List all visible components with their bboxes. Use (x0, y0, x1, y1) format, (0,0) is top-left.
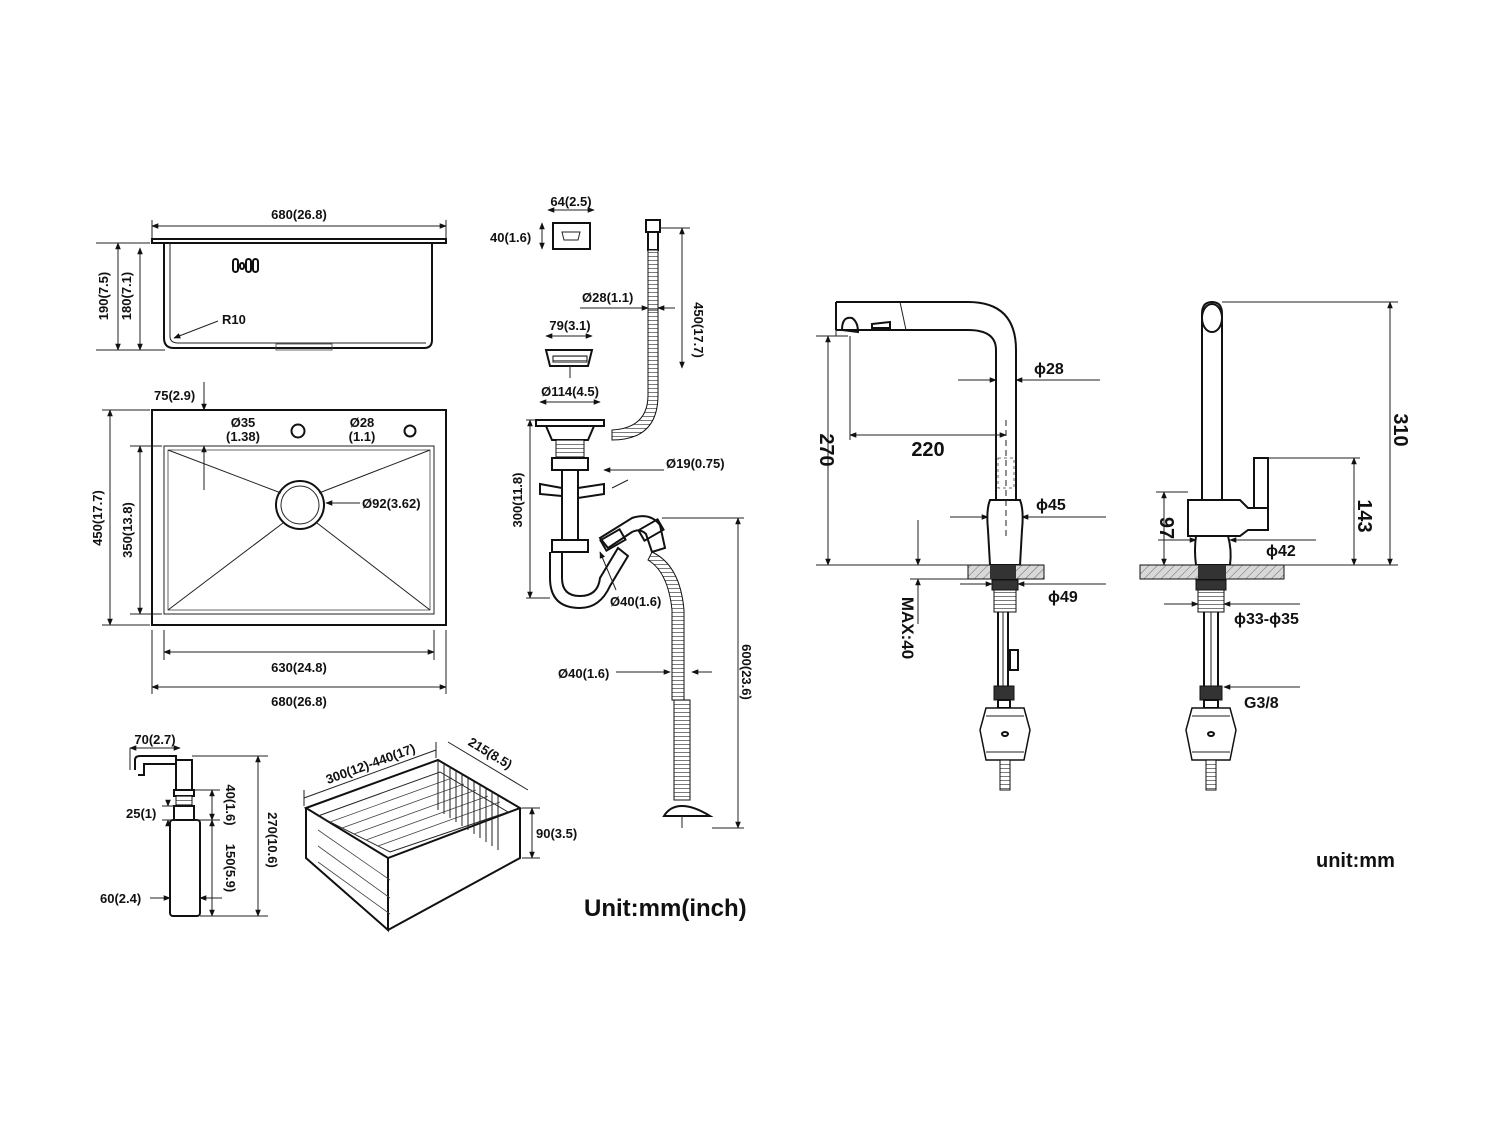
basket-length-label: 300(12)-440(17) (324, 741, 417, 787)
edge-offset-label: 75(2.9) (154, 388, 195, 403)
spout-height-label: 270 (815, 433, 837, 466)
drain-basket-drawing: 300(12)-440(17) 215(8.5) 90(3.5) (303, 734, 577, 933)
trap-pipe-diameter-label: Ø40(1.6) (610, 594, 661, 609)
sink-inner-width-label: 630(24.8) (271, 660, 327, 675)
overflow-cover-icon (552, 222, 591, 250)
base-diameter-label: ϕ49 (1048, 589, 1078, 606)
outlet-hose-length-label: 600(23.6) (739, 644, 754, 700)
spout-diameter-label: ϕ28 (1034, 361, 1064, 378)
faucet-hole-icon (290, 423, 306, 439)
overflow-hose-diameter-label: Ø28(1.1) (582, 290, 633, 305)
body-diameter-label: ϕ45 (1036, 497, 1066, 514)
neck-height-label: 25(1) (126, 806, 156, 821)
total-height-label: 310 (1389, 413, 1411, 446)
unit-label-left: Unit:mm(inch) (584, 895, 747, 922)
bottle-diameter-label: 60(2.4) (100, 891, 141, 906)
overflow-slots-icon (232, 258, 259, 273)
drain-assembly-drawing: 64(2.5) 40(1.6) 450(17.7) Ø28(1.1) 79(3.… (490, 194, 754, 829)
spout-reach-label: 220 (911, 439, 944, 461)
handle-height-label: 143 (1353, 499, 1375, 532)
sink-outer-width-label: 680(26.8) (271, 694, 327, 709)
faucet-front-view: 310 143 97 ϕ42 ϕ33-ϕ35 G3/8 (1139, 300, 1411, 791)
strainer-width-label: 79(3.1) (549, 318, 590, 333)
side-inlet-diameter-label: Ø19(0.75) (666, 456, 725, 471)
lower-body-diameter-label: ϕ42 (1266, 543, 1296, 560)
spout-length-label: 70(2.7) (134, 732, 175, 747)
soap-hole-inch-label: (1.1) (349, 429, 376, 444)
soap-hole-diameter-label: Ø28 (350, 415, 375, 430)
sink-side-view: 680(26.8) 190(7.5) 180(7.1) R10 (96, 207, 447, 351)
faucet-hole-inch-label: (1.38) (226, 429, 260, 444)
sink-outer-height-label: 190(7.5) (96, 272, 111, 320)
bottle-height-label: 150(5.9) (223, 844, 238, 892)
outlet-diameter-label: Ø40(1.6) (558, 666, 609, 681)
dispenser-total-height-label: 270(10.6) (265, 812, 280, 868)
faucet-hole-diameter-label: Ø35 (231, 415, 256, 430)
basket-width-label: 215(8.5) (466, 734, 515, 772)
sink-side-width-label: 680(26.8) (271, 207, 327, 222)
cap-height-label: 40(1.6) (223, 784, 238, 825)
sink-inner-depth-label: 350(13.8) (120, 502, 135, 558)
corner-radius-label: R10 (222, 312, 246, 327)
faucet-side-view: 270 220 ϕ28 ϕ45 ϕ49 MAX:40 (815, 301, 1106, 791)
overflow-hose-length-label: 450(17.7) (691, 302, 706, 358)
shank-diameter-label: ϕ33-ϕ35 (1234, 611, 1299, 628)
basket-height-label: 90(3.5) (536, 826, 577, 841)
overflow-height-label: 40(1.6) (490, 230, 531, 245)
soap-dispenser-drawing: 70(2.7) 25(1) 60(2.4) 40(1.6) 150(5.9) 2… (100, 732, 280, 917)
drain-diameter-label: Ø92(3.62) (362, 496, 421, 511)
lever-height-label: 97 (1155, 517, 1177, 539)
thread-size-label: G3/8 (1244, 695, 1279, 712)
unit-label-right: unit:mm (1316, 850, 1395, 872)
sink-inner-height-label: 180(7.1) (119, 272, 134, 320)
trap-height-label: 300(11.8) (510, 473, 525, 528)
overflow-width-label: 64(2.5) (550, 194, 591, 209)
flange-diameter-label: Ø114(4.5) (541, 384, 599, 399)
soap-hole-icon (403, 424, 417, 438)
deck-thickness-label: MAX:40 (898, 597, 917, 659)
sink-outer-depth-label: 450(17.7) (90, 490, 105, 546)
sink-top-view: 75(2.9) Ø35 (1.38) Ø28 (1.1) Ø92(3.62) 4… (90, 382, 447, 709)
